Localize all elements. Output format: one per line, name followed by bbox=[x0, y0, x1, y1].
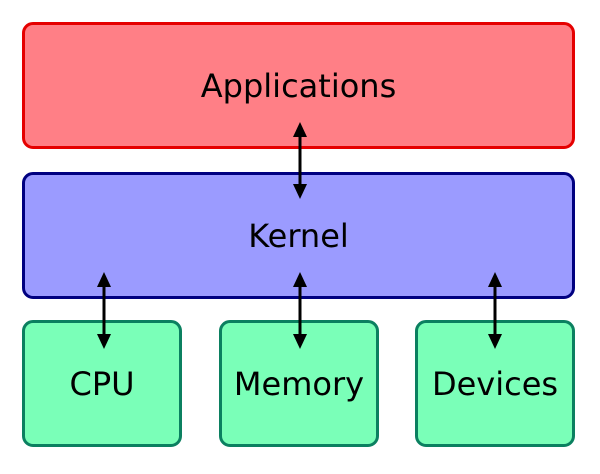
kernel-devices-arrowhead-top bbox=[488, 272, 502, 287]
kernel-cpu-arrowhead-top bbox=[97, 272, 111, 287]
cpu-label: CPU bbox=[69, 364, 135, 403]
kernel-cpu-arrowhead-bottom bbox=[97, 334, 111, 349]
kernel-devices-arrowhead-bottom bbox=[488, 334, 502, 349]
kernel-label: Kernel bbox=[248, 216, 349, 255]
kernel-memory-arrowhead-top bbox=[293, 272, 307, 287]
devices-label: Devices bbox=[431, 364, 559, 403]
apps-kernel-arrowhead-bottom bbox=[293, 184, 307, 199]
apps-kernel-arrowhead-top bbox=[293, 122, 307, 137]
applications-label: Applications bbox=[200, 66, 397, 105]
cpu-box: CPU bbox=[22, 320, 182, 447]
kernel-memory-arrowhead-bottom bbox=[293, 334, 307, 349]
memory-label: Memory bbox=[233, 364, 365, 403]
